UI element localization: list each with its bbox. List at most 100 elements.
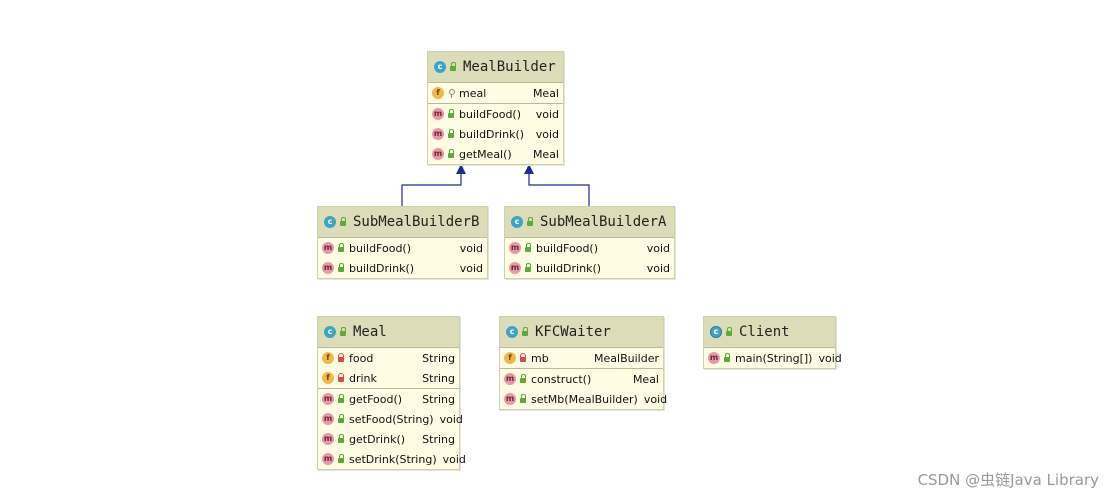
field-name: drink [349,371,377,385]
watermark: CSDN @虫链Java Library [917,471,1099,489]
field-name: mb [531,351,549,365]
method-row[interactable]: m getDrink() String [318,429,459,449]
method-name: setMb(MealBuilder) [531,392,638,406]
class-icon: c [324,216,336,228]
method-icon: m [504,393,516,405]
class-main-icon: c [710,326,722,338]
method-name: buildDrink() [349,261,415,275]
method-row[interactable]: m setMb(MealBuilder) void [500,389,667,409]
method-name: construct() [531,372,592,386]
method-icon: m [322,453,334,465]
class-meal[interactable]: c Meal f food String f drink String m ge… [317,316,466,470]
inheritance-line-b [401,170,462,206]
method-name: buildDrink() [459,127,525,141]
inheritance-line-a [528,170,590,206]
methods-section: m construct() Meal m setMb(MealBuilder) … [500,368,667,409]
class-header: c SubMealBuilderA [505,207,674,238]
method-icon: m [432,128,444,140]
field-row[interactable]: f food String [318,348,459,368]
public-lock-icon [447,109,455,119]
static-method-icon: m [708,352,720,364]
method-icon: m [322,413,334,425]
method-type: String [422,432,455,446]
public-lock-icon [524,263,532,273]
field-type: String [422,351,455,365]
method-name: buildFood() [459,107,522,121]
private-lock-icon [337,373,345,383]
method-row[interactable]: m getMeal() Meal [428,144,563,164]
public-lock-icon [339,217,347,227]
public-lock-icon [447,149,455,159]
method-icon: m [322,393,334,405]
class-header: c Client [704,317,835,348]
class-header: c MealBuilder [428,52,563,83]
class-client[interactable]: c Client m main(String[]) void [703,316,842,369]
method-row[interactable]: m getFood() String [318,389,459,409]
public-lock-icon [337,434,345,444]
class-icon: c [324,326,336,338]
class-name: MealBuilder [463,59,556,75]
class-mealbuilder[interactable]: c MealBuilder f meal Meal m buildFood() … [427,51,564,165]
method-row[interactable]: m main(String[]) void [704,348,842,368]
method-type: void [643,392,668,406]
method-name: getMeal() [459,147,512,161]
class-kfcwaiter[interactable]: c KFCWaiter f mb MealBuilder m construct… [499,316,667,410]
method-row[interactable]: m setDrink(String) void [318,449,466,469]
method-row[interactable]: m construct() Meal [500,369,663,389]
methods-section: m buildFood() void m buildDrink() void [318,238,487,278]
method-type: void [439,412,463,426]
field-icon: f [504,352,516,364]
class-header: c KFCWaiter [500,317,663,348]
method-type: void [535,127,559,141]
method-icon: m [432,148,444,160]
class-name: SubMealBuilderA [540,214,667,230]
public-lock-icon [725,327,733,337]
method-row[interactable]: m buildFood() void [505,238,674,258]
class-submealbuilderb[interactable]: c SubMealBuilderB m buildFood() void m b… [317,206,488,279]
method-icon: m [322,262,334,274]
fields-section: f food String f drink String [318,348,459,388]
field-name: meal [459,86,487,100]
method-row[interactable]: m buildDrink() void [318,258,487,278]
inheritance-arrow-b [456,164,466,174]
class-icon: c [511,216,523,228]
field-row[interactable]: f mb MealBuilder [500,348,663,368]
method-row[interactable]: m setFood(String) void [318,409,463,429]
method-name: setFood(String) [349,412,434,426]
method-name: main(String[]) [735,351,813,365]
public-lock-icon [519,374,527,384]
method-type: void [818,351,842,365]
method-name: buildFood() [536,241,599,255]
public-lock-icon [337,414,345,424]
method-type: void [459,241,483,255]
method-row[interactable]: m buildDrink() void [505,258,674,278]
private-lock-icon [337,353,345,363]
field-icon: f [322,352,334,364]
method-type: void [646,261,670,275]
method-row[interactable]: m buildFood() void [318,238,487,258]
method-name: setDrink(String) [349,452,437,466]
method-type: void [646,241,670,255]
public-lock-icon [337,394,345,404]
field-row[interactable]: f drink String [318,368,459,388]
method-icon: m [432,108,444,120]
public-lock-icon [447,129,455,139]
method-type: void [459,261,483,275]
class-submealbuildera[interactable]: c SubMealBuilderA m buildFood() void m b… [504,206,675,279]
class-icon: c [506,326,518,338]
method-type: void [442,452,466,466]
fields-section: f mb MealBuilder [500,348,663,368]
public-lock-icon [339,327,347,337]
method-type: Meal [532,147,559,161]
method-row[interactable]: m buildFood() void [428,104,563,124]
class-name: Meal [353,324,387,340]
fields-section: f meal Meal [428,83,563,103]
class-name: Client [739,324,790,340]
method-type: Meal [632,372,659,386]
field-row[interactable]: f meal Meal [428,83,563,103]
method-icon: m [504,373,516,385]
public-lock-icon [337,263,345,273]
method-row[interactable]: m buildDrink() void [428,124,563,144]
inheritance-arrow-a [524,164,534,174]
